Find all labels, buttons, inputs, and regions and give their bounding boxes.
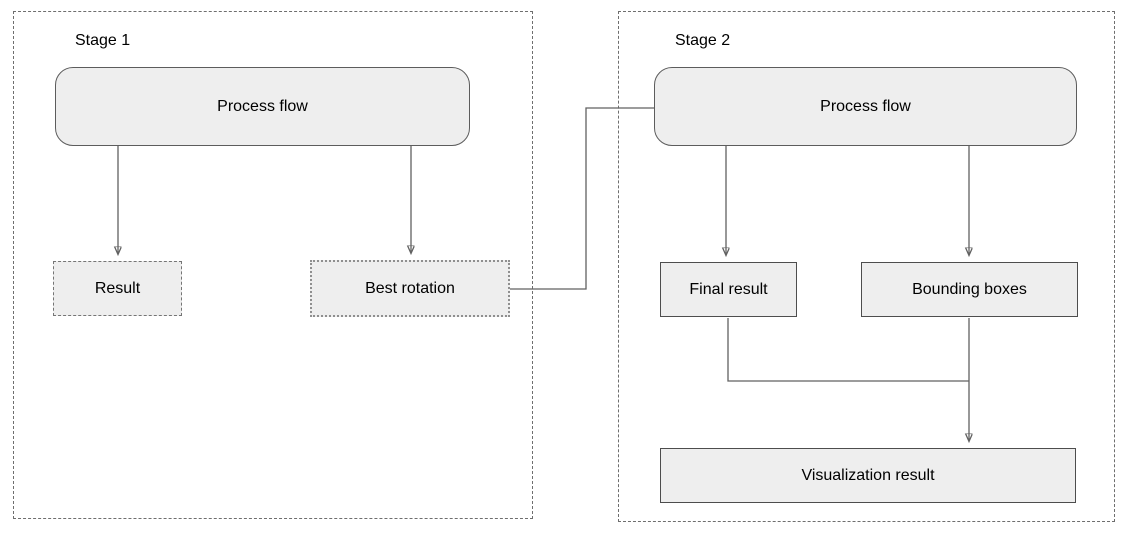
stage2-process-flow-node: Process flow bbox=[654, 67, 1077, 146]
stage2-final-result-node: Final result bbox=[660, 262, 797, 317]
stage1-best-rotation-node: Best rotation bbox=[310, 260, 510, 317]
stage2-visualization-result-node: Visualization result bbox=[660, 448, 1076, 503]
stage2-title: Stage 2 bbox=[675, 32, 731, 49]
stage2-bounding-boxes-node: Bounding boxes bbox=[861, 262, 1078, 317]
stage1-title: Stage 1 bbox=[75, 32, 131, 49]
stage1-result-node: Result bbox=[53, 261, 182, 316]
stage1-process-flow-node: Process flow bbox=[55, 67, 470, 146]
